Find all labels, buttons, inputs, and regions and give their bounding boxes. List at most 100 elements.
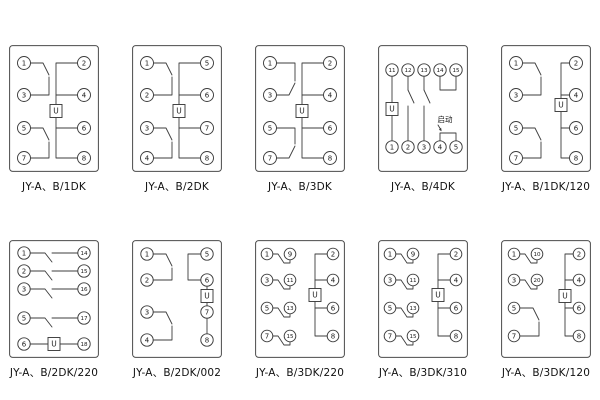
terminal-number: 1 [265, 251, 269, 259]
terminal-number: 15 [80, 269, 88, 275]
terminal-number: 5 [205, 251, 209, 259]
coil-symbol: U [558, 101, 564, 110]
wire [272, 335, 291, 346]
coil-symbol: U [51, 340, 57, 349]
wire [152, 267, 173, 281]
wire [272, 253, 291, 264]
wire [564, 302, 574, 337]
terminal-number: 15 [452, 68, 460, 74]
wire [178, 117, 201, 159]
terminal-number: 2 [22, 268, 26, 276]
diagram-border [255, 240, 345, 358]
terminal-number: 2 [145, 92, 149, 100]
terminal-number: 3 [22, 92, 26, 100]
terminal-number: 6 [205, 92, 210, 100]
wire [522, 76, 542, 96]
terminal-number: 5 [22, 315, 26, 323]
diagram-border [378, 45, 468, 172]
terminal-number: 15 [286, 334, 294, 340]
wire [276, 145, 296, 159]
terminal-number: 12 [404, 68, 411, 74]
terminal-number: 5 [268, 125, 272, 133]
terminal-number: 1 [514, 60, 518, 68]
terminal-number: 5 [22, 125, 26, 133]
wire [395, 253, 414, 264]
terminal-number: 3 [145, 309, 149, 317]
wire [29, 252, 53, 263]
terminal-number: 13 [409, 306, 417, 312]
terminal-number: 4 [145, 337, 150, 345]
diagram-label: JY-A、B/1DK [22, 181, 86, 193]
coil-symbol: U [435, 291, 441, 300]
wire [439, 132, 457, 142]
wire [153, 127, 173, 141]
terminal-number: 6 [331, 305, 336, 313]
terminal-number: 20 [533, 278, 541, 284]
terminal-number: 9 [411, 251, 415, 259]
coil-symbol: U [176, 107, 182, 116]
terminal-number: 8 [205, 337, 209, 345]
terminal-number: 6 [328, 125, 333, 133]
wire [276, 127, 296, 145]
terminal-number: 2 [406, 144, 410, 152]
diagram-label: JY-A、B/4DK [391, 181, 455, 193]
wire [564, 253, 574, 290]
coil-symbol: U [389, 105, 395, 114]
terminal-number: 5 [265, 305, 269, 313]
wire [30, 62, 50, 76]
coil-symbol: U [299, 107, 305, 116]
terminal-number: 1 [390, 144, 394, 152]
terminal-number: 14 [80, 251, 88, 257]
wire [29, 317, 53, 328]
wire [519, 253, 538, 264]
diagram-border [501, 45, 591, 172]
terminal-number: 7 [205, 309, 209, 317]
terminal-number: 6 [82, 125, 87, 133]
diagram-border [255, 45, 345, 172]
terminal-number: 6 [22, 341, 27, 349]
wire [178, 62, 201, 105]
wire [407, 89, 415, 104]
terminal-number: 3 [514, 92, 518, 100]
terminal-number: 3 [268, 92, 272, 100]
wire [152, 311, 173, 325]
wire [29, 270, 53, 281]
terminal-number: 4 [438, 144, 443, 152]
diagram-label: JY-A、B/2DK/220 [9, 367, 99, 379]
terminal-number: 4 [145, 155, 150, 163]
terminal-number: 16 [80, 287, 88, 293]
wire [55, 117, 78, 159]
terminal-number: 1 [22, 60, 26, 68]
terminal-number: 8 [574, 155, 578, 163]
terminal-number: 3 [145, 125, 149, 133]
coil-symbol: U [53, 107, 59, 116]
wire [395, 307, 414, 318]
wire [276, 62, 296, 82]
diagram-border [501, 240, 591, 358]
coil-symbol: U [312, 291, 318, 300]
wire [29, 288, 53, 299]
terminal-number: 3 [22, 286, 26, 294]
wire [519, 279, 538, 290]
wire [519, 307, 540, 321]
terminal-number: 1 [145, 251, 149, 259]
terminal-number: 4 [82, 92, 87, 100]
wire [187, 253, 202, 281]
diagram-label: JY-A、B/2DK [145, 181, 209, 193]
diagram-border [132, 240, 222, 358]
coil-symbol: U [562, 292, 568, 301]
terminal-number: 2 [82, 60, 86, 68]
wire [560, 111, 570, 159]
terminal-number: 5 [388, 305, 392, 313]
